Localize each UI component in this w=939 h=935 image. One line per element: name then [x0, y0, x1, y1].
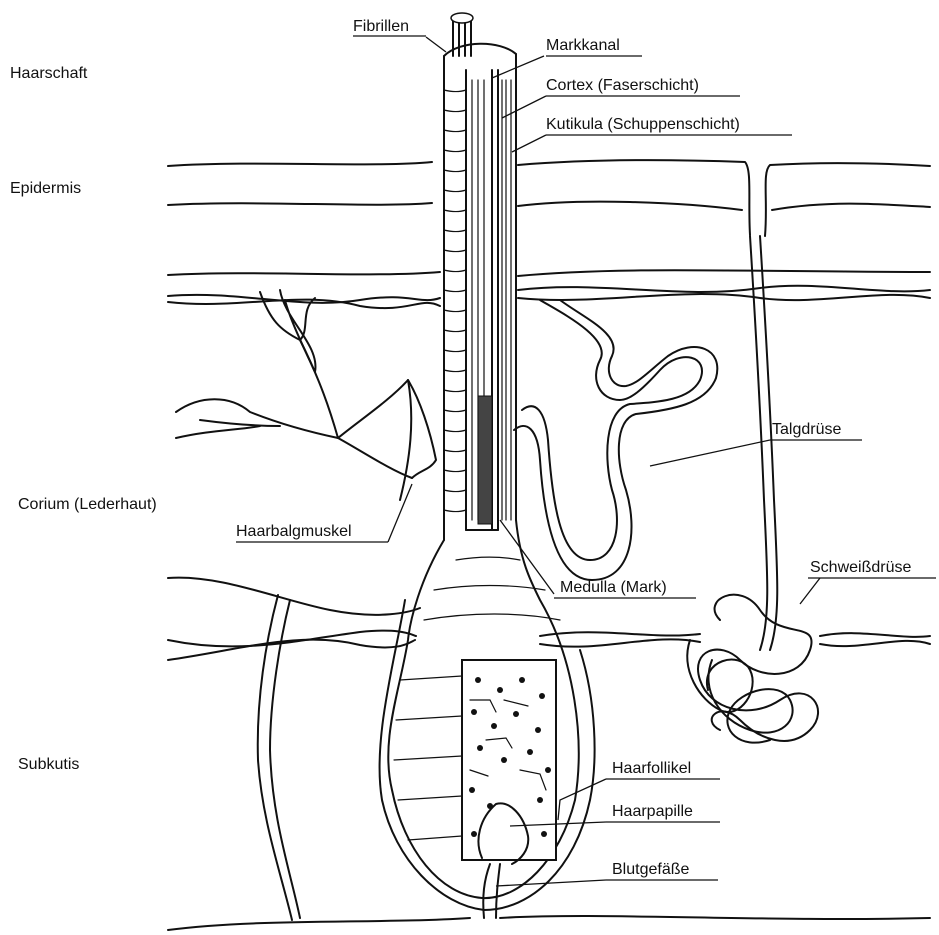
talgdruese-drawing — [514, 300, 717, 580]
schweissdruese-drawing — [687, 236, 818, 743]
layer-label-subkutis: Subkutis — [18, 756, 79, 773]
label-cortex: Cortex (Faserschicht) — [546, 77, 699, 94]
label-schweissdruese: Schweißdrüse — [810, 559, 911, 576]
layer-label-epidermis: Epidermis — [10, 180, 81, 197]
layer-label-haarschaft: Haarschaft — [10, 65, 88, 82]
layer-label-corium: Corium (Lederhaut) — [18, 496, 157, 513]
label-talgdruese: Talgdrüse — [772, 421, 841, 438]
leader-lines — [388, 37, 820, 886]
label-kutikula: Kutikula (Schuppenschicht) — [546, 116, 740, 133]
label-haarpapille: Haarpapille — [612, 803, 693, 820]
label-markkanal: Markkanal — [546, 37, 620, 54]
label-haarfollikel: Haarfollikel — [612, 760, 691, 777]
hair-shaft-drawing — [380, 44, 595, 918]
label-medulla: Medulla (Mark) — [560, 579, 667, 596]
vessel-branches — [176, 290, 412, 920]
haarbalgmuskel-drawing — [338, 380, 436, 500]
label-fibrillen: Fibrillen — [353, 18, 409, 35]
label-haarbalgmuskel: Haarbalgmuskel — [236, 523, 352, 540]
label-blutgefaesse: Blutgefäße — [612, 861, 689, 878]
